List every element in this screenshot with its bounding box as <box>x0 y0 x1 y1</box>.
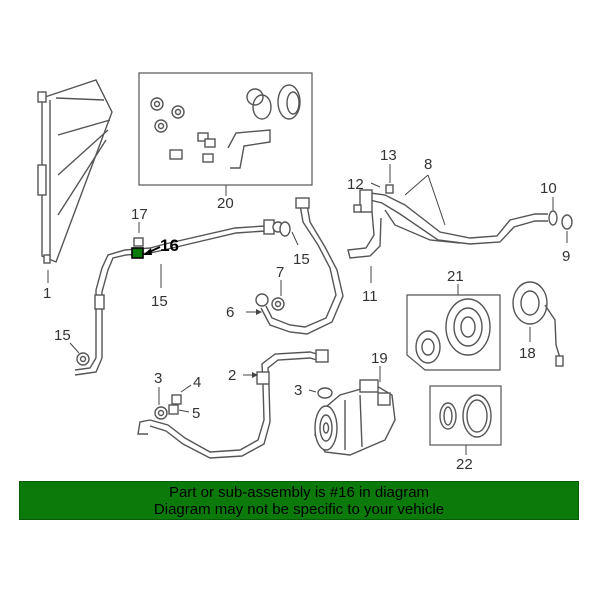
discharge-line <box>137 349 329 459</box>
callout-18: 19 <box>371 350 388 367</box>
liquid-line <box>74 219 284 376</box>
callout-20: 20 <box>217 195 234 212</box>
clutch-assembly-box <box>406 284 501 371</box>
callout-11: 11 <box>362 288 378 305</box>
callout-3-compressor: 3 <box>294 382 302 399</box>
callout-15-right: 15 <box>293 251 310 268</box>
callout-4: 4 <box>193 374 201 391</box>
callout-12: 12 <box>347 176 364 193</box>
clutch-coil <box>512 281 564 367</box>
callout-3-lower: 3 <box>154 370 162 387</box>
suction-hose <box>246 197 344 335</box>
o-ring-right <box>279 221 299 246</box>
banner-line-2: Diagram may not be specific to your vehi… <box>153 501 445 518</box>
callout-22: 22 <box>456 456 473 473</box>
banner-line-1: Part or sub-assembly is #16 in diagram <box>168 484 430 501</box>
callout-1: 1 <box>43 285 51 302</box>
callout-7: 7 <box>276 264 284 281</box>
callout-15-left: 15 <box>54 327 71 344</box>
callout-13: 13 <box>380 147 397 164</box>
part-16-highlighted <box>131 246 161 259</box>
callout-9: 9 <box>562 248 570 265</box>
callout-10: 10 <box>540 180 557 197</box>
condenser <box>37 79 113 283</box>
callout-16: 16 <box>160 236 179 255</box>
callout-5: 5 <box>192 405 200 422</box>
callout-14: 15 <box>151 293 168 310</box>
callout-21: 21 <box>447 268 464 285</box>
fitting-parts-lower-left <box>154 384 192 420</box>
manifold-line-assembly <box>347 164 573 283</box>
compressor <box>308 366 396 456</box>
callout-17: 17 <box>131 206 148 223</box>
callout-19: 18 <box>519 345 536 362</box>
callout-2: 2 <box>228 367 236 384</box>
callout-8: 8 <box>424 156 432 173</box>
info-banner: Part or sub-assembly is #16 in diagram D… <box>19 481 579 520</box>
seal-kit-box <box>429 385 502 455</box>
o-ring-left <box>69 342 90 366</box>
callout-6: 6 <box>226 304 234 321</box>
hardware-kit-box <box>138 72 313 196</box>
part-17-cap <box>133 222 144 247</box>
